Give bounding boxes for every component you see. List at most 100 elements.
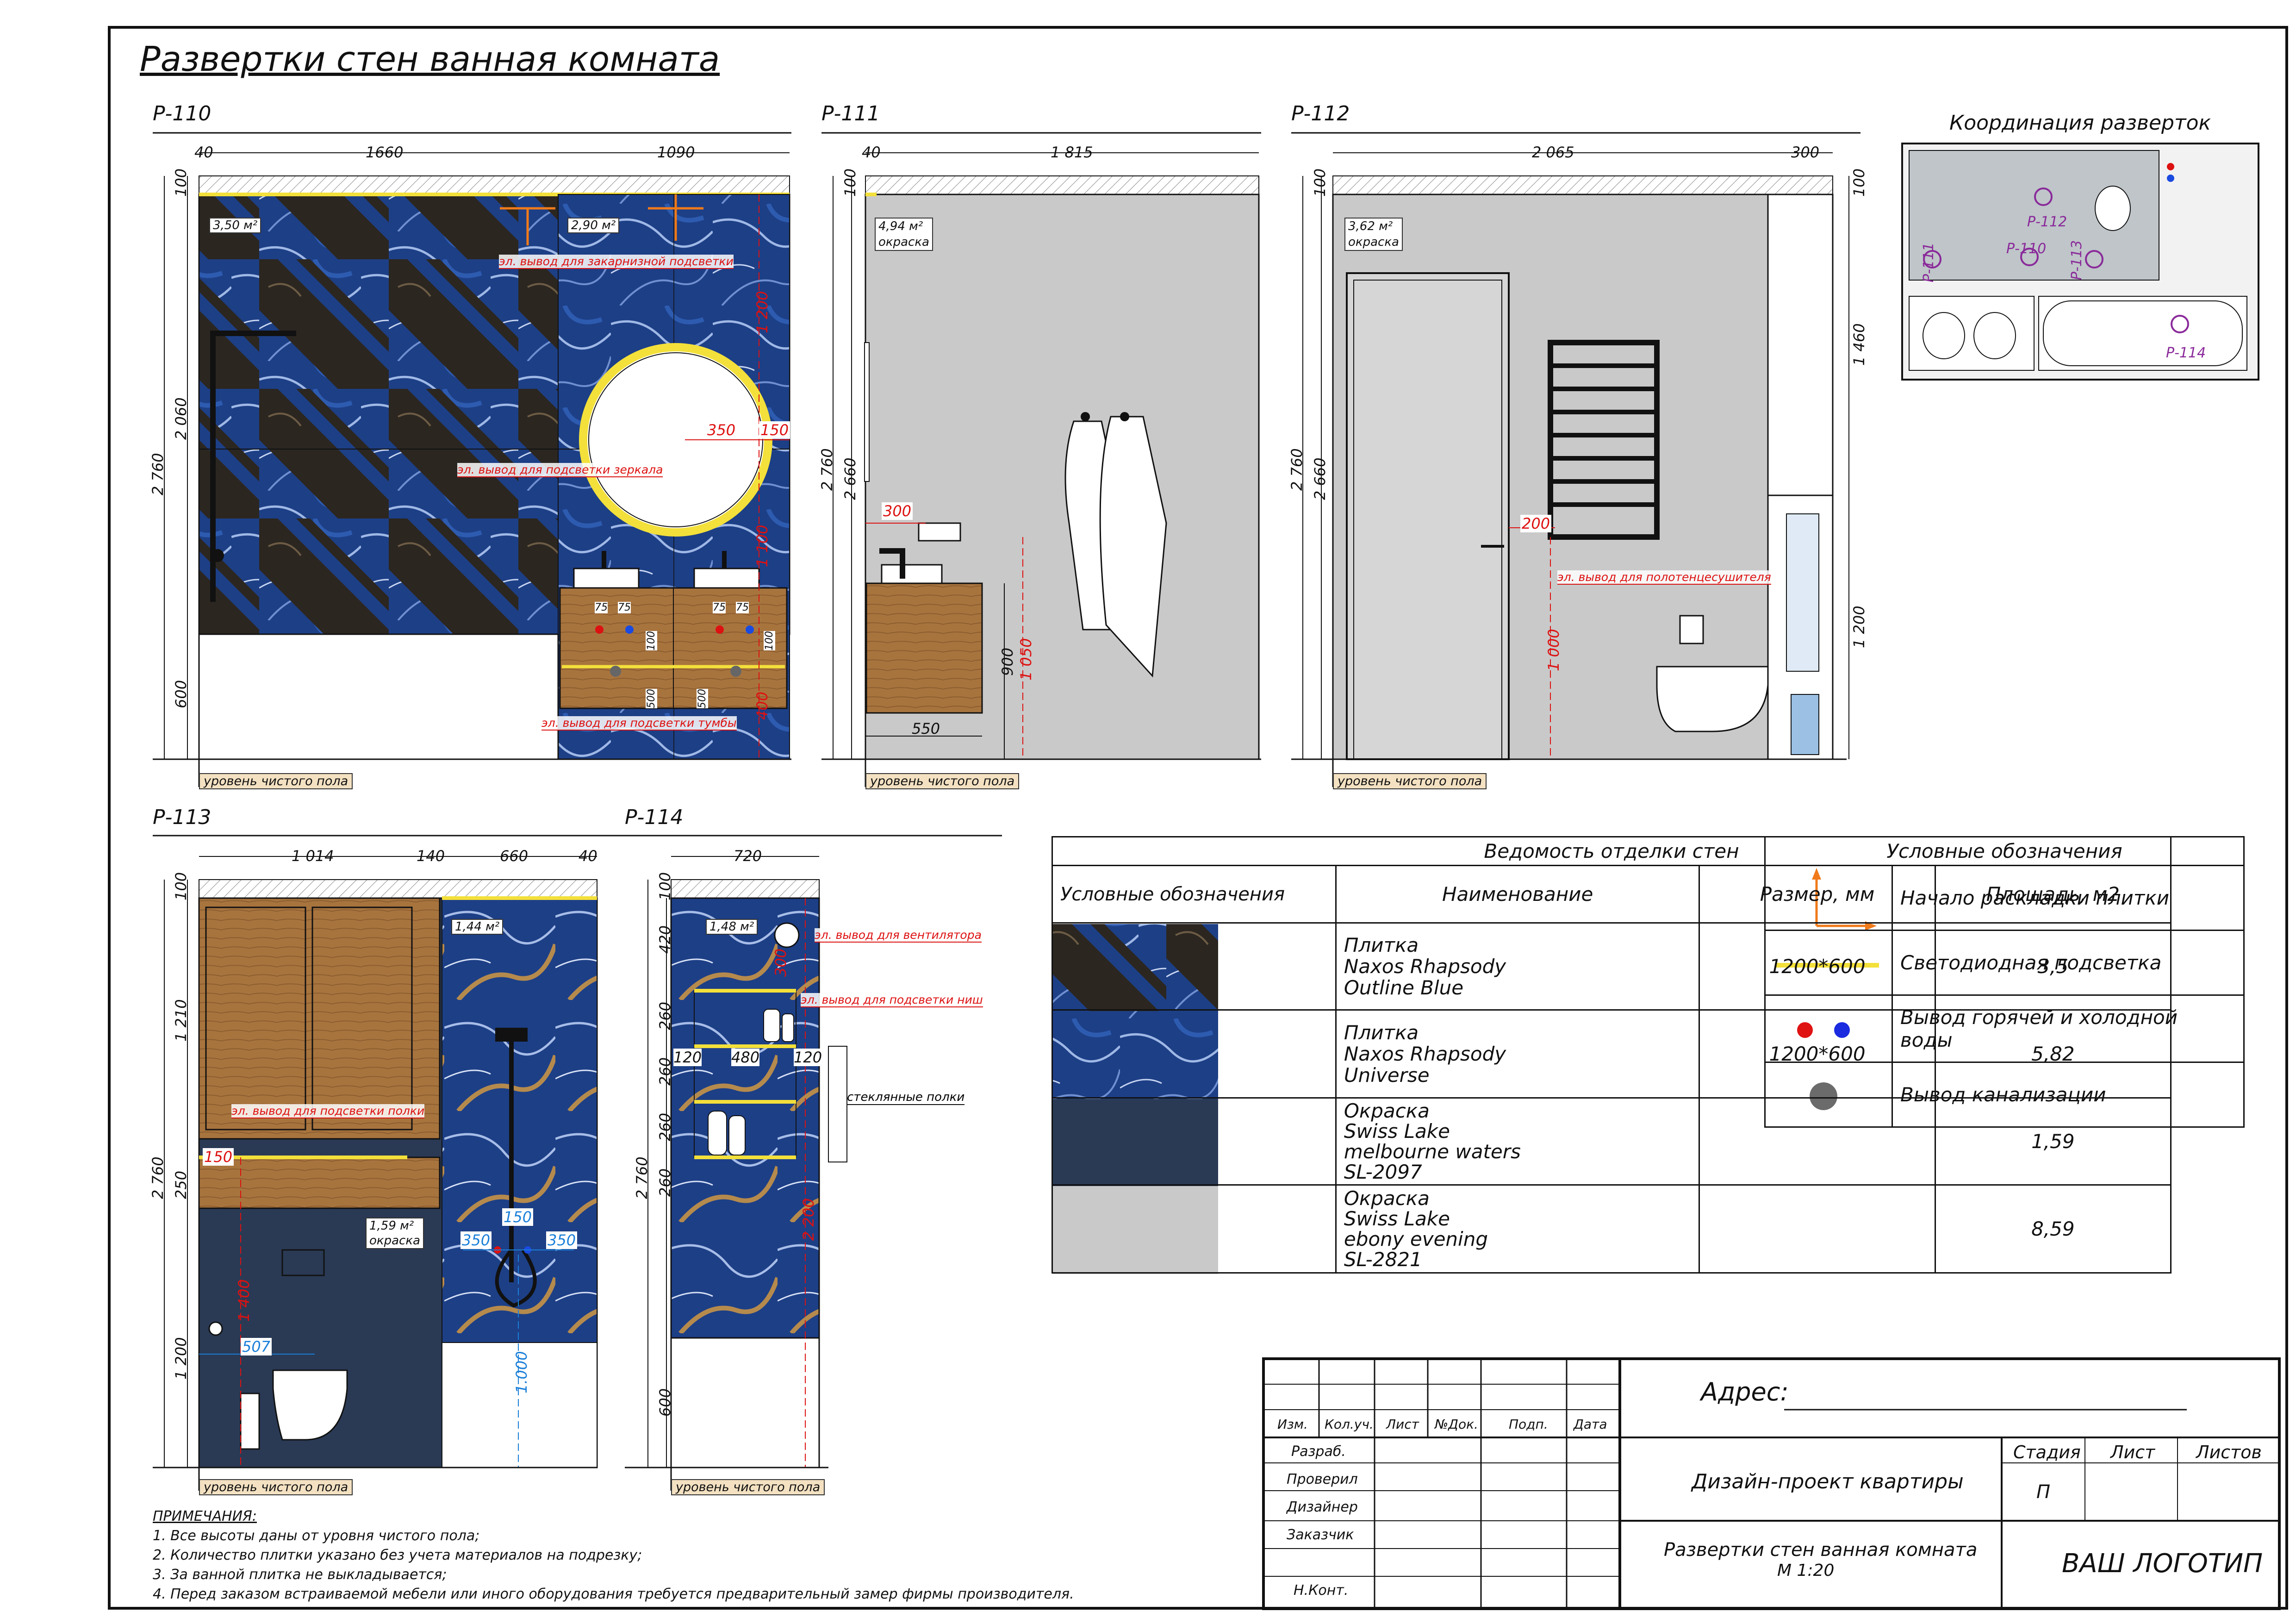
- dim-p110-red-0: 1 200: [753, 291, 771, 333]
- coord-label-p114: Р-114: [2166, 345, 2206, 361]
- finish-name-line: Naxos Rhapsody: [1344, 955, 1506, 978]
- dim-p114-total: 2 760: [633, 1156, 651, 1199]
- dim-p114-left-6: 600: [656, 1388, 674, 1417]
- dim-p110-small-3: 500: [646, 689, 657, 708]
- elevation-p111: [821, 132, 1261, 787]
- stamp-col-list: Лист: [1386, 1417, 1419, 1432]
- view-label-p114: Р-114: [625, 806, 684, 829]
- stamp-col-koluch: Кол.уч.: [1325, 1417, 1374, 1432]
- finish-p111: окраска: [878, 235, 929, 249]
- dim-p110-top-1: 1660: [366, 144, 404, 161]
- dim-p114-niche-2: 120: [794, 1049, 822, 1066]
- legend-label-led: Светодиодная подсветка: [1892, 930, 2245, 996]
- dim-p111-other-1: 550: [912, 720, 940, 737]
- dim-p113-total: 2 760: [149, 1156, 167, 1199]
- dim-p114-left-4: 260: [656, 1112, 674, 1141]
- legend-symbol-led: [1764, 930, 1893, 996]
- view-label-p110: Р-110: [153, 102, 212, 125]
- legend-table: Условные обозначения Начало раскладки пл…: [1764, 836, 2245, 1128]
- stamp-project: Дизайн-проект квартиры: [1692, 1470, 1964, 1493]
- dim-p114-red-1: 2 200: [800, 1198, 817, 1241]
- note-p114-fan: эл. вывод для вентилятора: [815, 928, 982, 943]
- dim-p110-left-2: 600: [172, 680, 190, 708]
- stamp-scale: М 1:20: [1777, 1561, 1835, 1580]
- dim-p112-top-0: 2 065: [1532, 144, 1574, 161]
- legend-symbol-tile-start: [1764, 865, 1893, 931]
- sheet-title: Развертки стен ванная комната: [140, 39, 720, 79]
- dim-p111-left-1: 2 660: [841, 457, 859, 500]
- finish-size: [1699, 1184, 1936, 1274]
- finish-name-line: Плитка: [1344, 933, 1419, 956]
- notes-line: 1. Все высоты даны от уровня чистого пол…: [153, 1528, 480, 1544]
- floor-label-p112: уровень чистого пола: [1333, 773, 1487, 789]
- stamp-stage-value: П: [2036, 1481, 2051, 1503]
- dim-p113-top-1: 140: [417, 847, 445, 865]
- area-p113-2: 1,59 м²: [369, 1219, 414, 1233]
- note-p113-shelf-light: эл. вывод для подсветки полки: [231, 1104, 425, 1118]
- finish-name-line: SL-2821: [1344, 1248, 1422, 1271]
- legend-row: Вывод канализации: [1764, 1062, 2245, 1128]
- finish-name: Плитка Naxos Rhapsody Universe: [1335, 1009, 1700, 1099]
- note-p112-towel-heater: эл. вывод для полотенцесушителя: [1557, 570, 1771, 585]
- dim-p114-left-5: 260: [656, 1168, 674, 1197]
- dim-p111-left-0: 100: [841, 168, 859, 197]
- finish-header-symbol: Условные обозначения: [1052, 865, 1337, 924]
- elevation-p113: [153, 835, 1002, 1491]
- dim-p113-left-2: 250: [172, 1170, 190, 1199]
- dim-p110-small-6: 100: [764, 631, 775, 650]
- dim-p113-red-2: 507: [241, 1338, 272, 1355]
- dim-p111-red-1: 1 050: [1017, 638, 1035, 681]
- stamp-role-checker: Проверил: [1287, 1471, 1358, 1487]
- legend-row: Светодиодная подсветка: [1764, 930, 2245, 996]
- dim-p110-left-1: 2 060: [172, 397, 190, 440]
- note-p110-cabinet-light: эл. вывод для подсветки тумбы: [541, 716, 737, 731]
- dim-p110-total: 2 760: [149, 453, 167, 495]
- finish-name-line: Окраска: [1344, 1099, 1430, 1122]
- dim-p112-left-1: 2 660: [1311, 457, 1329, 500]
- legend-symbol-water: [1764, 994, 1893, 1063]
- view-label-p113: Р-113: [153, 806, 212, 829]
- dim-p113-left-1: 1 210: [172, 999, 190, 1042]
- notes-line: 4. Перед заказом встраиваемой мебели или…: [153, 1586, 1074, 1602]
- finish-name-line: Outline Blue: [1344, 976, 1464, 999]
- dim-p111-total: 2 760: [818, 448, 836, 491]
- dim-p110-small-7: 500: [697, 689, 708, 708]
- area-tag-p110-2: 2,90 м²: [567, 218, 620, 233]
- dim-p110-small-2: 100: [646, 631, 657, 650]
- dim-p110-left-0: 100: [172, 168, 190, 197]
- finish-p112: окраска: [1348, 235, 1399, 249]
- dim-p112-top-1: 300: [1791, 144, 1820, 161]
- note-p114-niche-light: эл. вывод для подсветки ниш: [801, 993, 983, 1007]
- floor-label-p111: уровень чистого пола: [865, 773, 1020, 789]
- finish-name-line: Naxos Rhapsody: [1344, 1042, 1506, 1065]
- dim-p113-blue-1: 350: [460, 1231, 492, 1249]
- stamp-role-normcontrol: Н.Конт.: [1294, 1582, 1349, 1599]
- dim-p112-red-1: 1 000: [1545, 629, 1562, 671]
- notes-title: ПРИМЕЧАНИЯ:: [153, 1508, 257, 1524]
- area-tag-p110-1: 3,50 м²: [209, 218, 261, 233]
- stamp-sheets-header: Листов: [2196, 1442, 2262, 1462]
- dim-p110-red-2: 150: [759, 421, 790, 439]
- dim-p114-red-0: 300: [772, 948, 790, 977]
- dim-p113-blue-3: 1.000: [513, 1351, 530, 1393]
- finish-area: 8,59: [1934, 1184, 2172, 1274]
- elevation-p112: [1291, 132, 1860, 787]
- dim-p112-right-0: 100: [1850, 168, 1868, 197]
- finish-name-line: Universe: [1344, 1063, 1430, 1087]
- note-p114-glass-shelves: стеклянные полки: [847, 1090, 965, 1105]
- finish-name-line: Плитка: [1344, 1021, 1419, 1044]
- dim-p114-left-0: 100: [656, 872, 674, 900]
- area-p111: 4,94 м²: [878, 219, 923, 233]
- dim-p114-niche-1: 480: [731, 1049, 760, 1066]
- dim-p112-left-0: 100: [1311, 168, 1329, 197]
- area-tag-p113-2: 1,59 м² окраска: [366, 1218, 424, 1249]
- area-tag-p113-1: 1,44 м²: [451, 919, 504, 935]
- dim-p113-red-1: 1 400: [235, 1279, 253, 1322]
- coordination-title: Координация разверток: [1949, 111, 2211, 135]
- dim-p113-top-0: 1 014: [292, 847, 334, 865]
- dim-p110-small-1: 75: [618, 602, 631, 613]
- stamp-role-designer: Дизайнер: [1287, 1499, 1358, 1515]
- finish-name-line: Swiss Lake: [1344, 1119, 1450, 1143]
- legend-label-sewer: Вывод канализации: [1892, 1062, 2245, 1128]
- dim-p112-right-1: 1 460: [1850, 323, 1868, 366]
